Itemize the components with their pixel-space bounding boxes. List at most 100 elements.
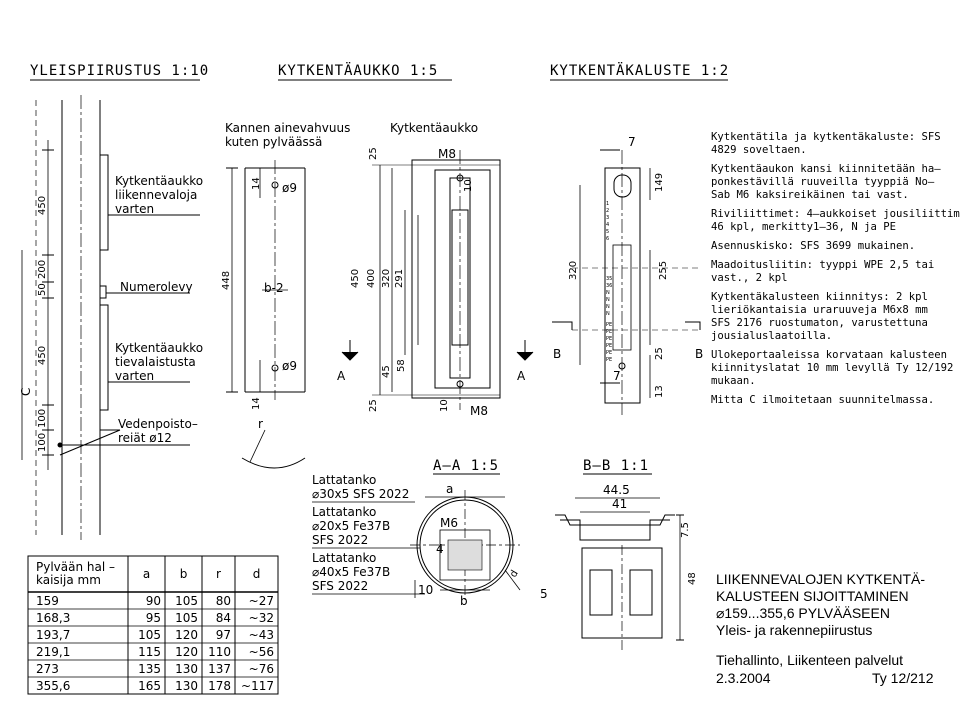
- note-line: 46 kpl, merkitty1–36, N ja PE: [711, 221, 896, 233]
- hole-bottom-label: ø9: [282, 359, 297, 373]
- table-cell: 80: [216, 594, 231, 608]
- section-aa-dim-d: d: [508, 568, 521, 579]
- drain-holes-label-1: Vedenpoisto–: [118, 417, 198, 431]
- title-org: Tiehallinto, Liikenteen palvelut: [716, 652, 903, 668]
- terminal-label: 35: [606, 276, 612, 282]
- title-line-3: ⌀159...355,6 PYLVÄÄSEEN: [716, 605, 890, 621]
- dim-400: 400: [366, 269, 377, 288]
- section-bb-dim-48: 48: [687, 572, 698, 585]
- section-bb: [555, 497, 684, 650]
- flatbar-3-line-3: SFS 2022: [312, 579, 368, 593]
- dim-45: 45: [381, 365, 392, 378]
- table-cell: 105: [138, 628, 161, 642]
- title-block: LIIKENNEVALOJEN KYTKENTÄ- KALUSTEEN SIJO…: [716, 571, 934, 686]
- pole-overview: [21, 95, 200, 540]
- pole-overview-labels: Kytkentäaukko liikennevaloja varten Nume…: [19, 174, 203, 452]
- section-aa-bolt: M6: [440, 516, 458, 530]
- flatbar-3-line-1: Lattatanko: [312, 551, 376, 565]
- dim-25-bottom: 25: [368, 399, 379, 412]
- table-header-r: r: [216, 567, 221, 581]
- flatbar-1-line-1: Lattatanko: [312, 473, 376, 487]
- table-cell: 105: [175, 594, 198, 608]
- note-line: lieriökantaisia uraruuveja M6x8 mm: [711, 304, 928, 316]
- table-cell: 97: [216, 628, 231, 642]
- section-b-left: B: [553, 347, 561, 361]
- note-line: Sab M6 kaksireikäinen tai vast.: [711, 189, 909, 201]
- section-aa-title: A–A 1:5: [433, 458, 499, 474]
- note-line: jousialuslaatoilla.: [711, 330, 832, 342]
- hole-top-label: ø9: [282, 181, 297, 195]
- table-header-b: b: [180, 567, 188, 581]
- m8-top: M8: [438, 147, 456, 161]
- drain-holes-label-2: reiät ø12: [118, 431, 172, 445]
- dim-291: 291: [394, 269, 405, 288]
- table-header-d: d: [253, 567, 261, 581]
- table-header-name: Pylvään hal –: [36, 560, 115, 574]
- terminal-label: PE: [606, 322, 612, 328]
- heading-fixture: KYTKENTÄKALUSTE 1:2: [550, 61, 729, 79]
- section-bb-dim-41: 41: [612, 497, 627, 511]
- cover-view-labels: Kannen ainevahvuus kuten pylväässä 448 1…: [221, 121, 350, 431]
- fixture-dim-25: 25: [654, 347, 665, 360]
- table-cell: ~56: [249, 645, 274, 659]
- note-line: Kytkentäaukon kansi kiinnitetään ha–: [711, 163, 941, 175]
- table-cell: 90: [146, 594, 161, 608]
- table-cell: 84: [216, 611, 231, 625]
- note-line: SFS 2176 ruostumaton, varustettuna: [711, 317, 928, 329]
- fixture-dim-7-top: 7: [628, 135, 636, 149]
- flat-bar-labels: Lattatanko ⌀30x5 SFS 2022 Lattatanko ⌀20…: [312, 473, 425, 595]
- table-cell: 135: [138, 662, 161, 676]
- terminal-label: 36: [606, 283, 612, 289]
- opening-view-labels: Kytkentäaukko M8 M8 25 25 10 10 450 400 …: [337, 121, 526, 418]
- flatbar-2-line-1: Lattatanko: [312, 505, 376, 519]
- terminal-label: 6: [606, 236, 609, 242]
- table-header-name: kaisija mm: [36, 573, 101, 587]
- table-cell: 105: [175, 611, 198, 625]
- title-date: 2.3.2004: [716, 670, 771, 686]
- dim-b-2: b-2: [264, 281, 284, 295]
- table-cell: 130: [175, 662, 198, 676]
- upper-opening-label-2: liikennevaloja: [115, 188, 197, 202]
- section-aa-labels: A–A 1:5 a b d M6 10 4 5: [418, 458, 548, 608]
- table-cell: 168,3: [36, 611, 70, 625]
- dim-100a: 100: [37, 409, 48, 428]
- heading-opening: KYTKENTÄAUKKO 1:5: [278, 61, 438, 79]
- section-a-left: A: [337, 369, 346, 383]
- terminal-labels: 1 2 3 4 5 6 35 36 N N N N PE PE PE PE PE…: [606, 201, 612, 363]
- dim-14-bottom: 14: [251, 397, 262, 410]
- section-bb-labels: B–B 1:1 44.5 41 7.5 48: [583, 458, 698, 585]
- fixture-view-labels: 7 7 149 320 255 13 25 B B 1 2 3 4 5 6 35…: [553, 135, 703, 398]
- section-aa-dim-10: 10: [418, 583, 433, 597]
- note-line: kiinnityslatat 10 mm levyllä Ty 12/192: [711, 362, 953, 374]
- table-cell: 355,6: [36, 679, 70, 693]
- cover-title-1: Kannen ainevahvuus: [225, 121, 350, 135]
- table-cell: 115: [138, 645, 161, 659]
- terminal-label: N: [606, 297, 610, 303]
- terminal-label: PE: [606, 357, 612, 363]
- terminal-label: PE: [606, 336, 612, 342]
- dim-450: 450: [350, 269, 361, 288]
- terminal-label: 4: [606, 222, 609, 228]
- title-code: Ty 12/212: [872, 670, 934, 686]
- fixture-dim-7-bottom: 7: [613, 369, 621, 383]
- fixture-dim-13: 13: [654, 385, 665, 398]
- section-a-right: A: [517, 369, 526, 383]
- note-line: ponkestävillä ruuveilla tyyppiä No–: [711, 176, 935, 188]
- terminal-label: PE: [606, 329, 612, 335]
- note-line: Kytkentäkalusteen kiinnitys: 2 kpl: [711, 291, 928, 303]
- table-cell: 273: [36, 662, 59, 676]
- flatbar-3-line-2: ⌀40x5 Fe37B: [312, 565, 390, 579]
- terminal-label: 2: [606, 208, 609, 214]
- terminal-label: PE: [606, 350, 612, 356]
- title-line-4: Yleis- ja rakennepiirustus: [716, 622, 872, 638]
- radius-label: r: [258, 417, 263, 431]
- notes: Kytkentätila ja kytkentäkaluste: SFS4829…: [711, 131, 960, 406]
- section-bb-title: B–B 1:1: [583, 458, 649, 474]
- table-cell: 110: [208, 645, 231, 659]
- m8-bottom: M8: [470, 404, 488, 418]
- section-aa-dim-a: a: [446, 482, 453, 496]
- flatbar-2-line-3: SFS 2022: [312, 533, 368, 547]
- table-header-a: a: [143, 567, 150, 581]
- table-cell: ~32: [249, 611, 274, 625]
